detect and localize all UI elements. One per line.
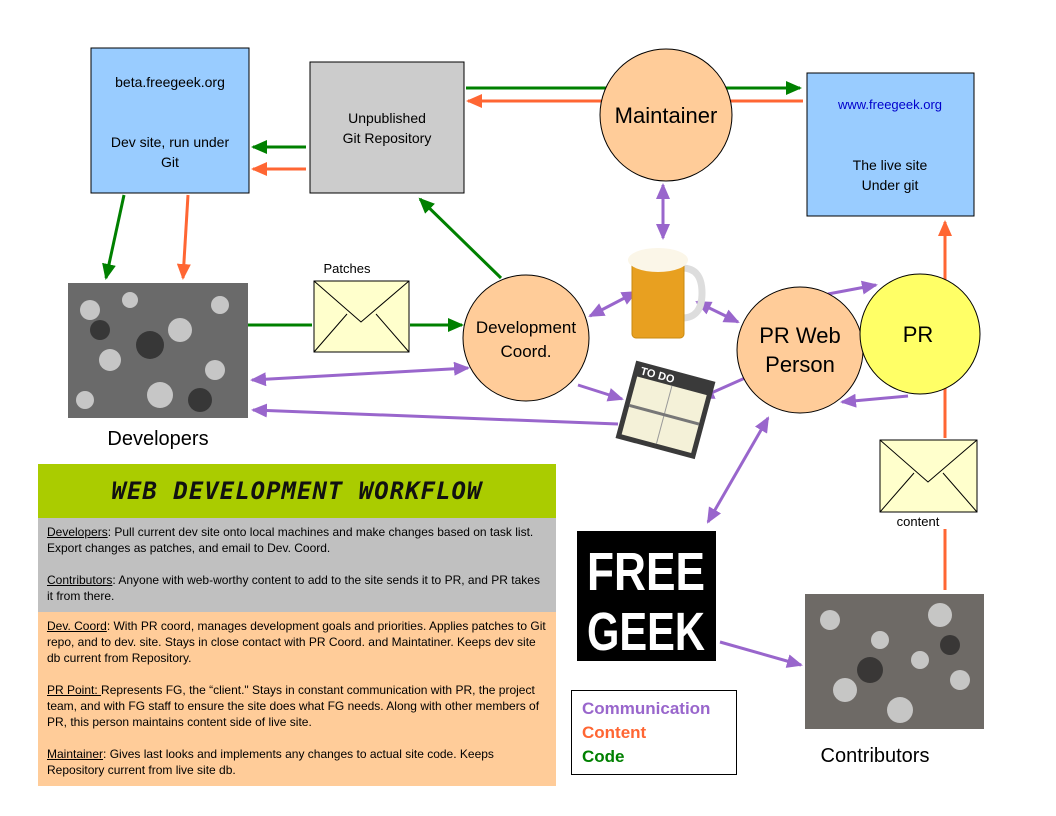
pr-label: PR bbox=[903, 322, 934, 347]
beta-url: beta.freegeek.org bbox=[115, 74, 225, 90]
workflow-description-panel: WEB DEVELOPMENT WORKFLOW Developers: Pul… bbox=[38, 464, 556, 786]
role-description: Dev. Coord: With PR coord, manages devel… bbox=[47, 618, 547, 666]
repo-label: Unpublished bbox=[348, 110, 426, 126]
logo-line-2: GEEK bbox=[587, 602, 705, 662]
team-roles-section: Dev. Coord: With PR coord, manages devel… bbox=[38, 612, 556, 786]
contributors-label: Contributors bbox=[821, 745, 930, 767]
todo-list-icon: TO DO bbox=[615, 360, 716, 460]
live-url[interactable]: www.freegeek.org bbox=[837, 97, 942, 112]
role-term: Contributors bbox=[47, 573, 113, 587]
developers-label: Developers bbox=[107, 428, 208, 450]
legend-communication: Communication bbox=[582, 699, 711, 718]
communication-arrows bbox=[250, 183, 909, 668]
beta-desc-2: Git bbox=[161, 154, 179, 170]
live-site-box: www.freegeek.org The live site Under git bbox=[806, 72, 975, 217]
live-desc-2: Under git bbox=[862, 177, 919, 193]
live-desc: The live site bbox=[853, 157, 928, 173]
external-roles-section: Developers: Pull current dev site onto l… bbox=[38, 518, 556, 612]
beta-desc: Dev site, run under bbox=[111, 134, 230, 150]
role-description: PR Point: Represents FG, the “client." S… bbox=[47, 682, 547, 730]
role-description: Developers: Pull current dev site onto l… bbox=[47, 524, 547, 556]
envelope-icon bbox=[313, 280, 410, 353]
maintainer-node: Maintainer bbox=[599, 48, 733, 182]
role-term: PR Point: bbox=[47, 683, 102, 697]
pr-web-person-node: PR Web Person bbox=[736, 286, 864, 414]
beer-mug-icon bbox=[628, 248, 706, 339]
panel-title: WEB DEVELOPMENT WORKFLOW bbox=[38, 464, 556, 518]
logo-line-1: FREE bbox=[587, 542, 705, 602]
legend-code: Code bbox=[582, 747, 625, 766]
content-envelope-icon bbox=[879, 439, 978, 513]
prweb-label: PR Web bbox=[759, 323, 841, 348]
role-term: Developers bbox=[47, 525, 108, 539]
legend: Communication Content Code bbox=[571, 690, 737, 775]
role-description: Maintainer: Gives last looks and impleme… bbox=[47, 746, 547, 778]
role-term: Dev. Coord bbox=[47, 619, 107, 633]
devcoord-label: Development bbox=[476, 318, 576, 337]
role-term: Maintainer bbox=[47, 747, 104, 761]
dev-coord-node: Development Coord. bbox=[462, 274, 590, 402]
repo-label-2: Git Repository bbox=[343, 130, 432, 146]
git-repository-box: Unpublished Git Repository bbox=[309, 61, 465, 194]
contributors-crowd-photo bbox=[805, 594, 984, 729]
freegeek-logo: FREE GEEK bbox=[577, 531, 716, 662]
maintainer-label: Maintainer bbox=[615, 103, 718, 128]
devcoord-label-2: Coord. bbox=[500, 342, 551, 361]
role-description: Contributors: Anyone with web-worthy con… bbox=[47, 572, 547, 604]
role-text: : With PR coord, manages development goa… bbox=[47, 619, 546, 665]
beta-site-box: beta.freegeek.org Dev site, run under Gi… bbox=[90, 47, 250, 194]
pr-node: PR bbox=[859, 273, 981, 395]
content-label: content bbox=[897, 514, 940, 529]
prweb-label-2: Person bbox=[765, 352, 835, 377]
legend-content: Content bbox=[582, 723, 647, 742]
role-text: : Pull current dev site onto local machi… bbox=[47, 525, 534, 555]
role-text: : Anyone with web-worthy content to add … bbox=[47, 573, 540, 603]
role-text: Represents FG, the “client." Stays in co… bbox=[47, 683, 540, 729]
patches-label: Patches bbox=[324, 261, 371, 276]
developers-crowd-photo bbox=[68, 283, 248, 418]
role-text: : Gives last looks and implements any ch… bbox=[47, 747, 494, 777]
